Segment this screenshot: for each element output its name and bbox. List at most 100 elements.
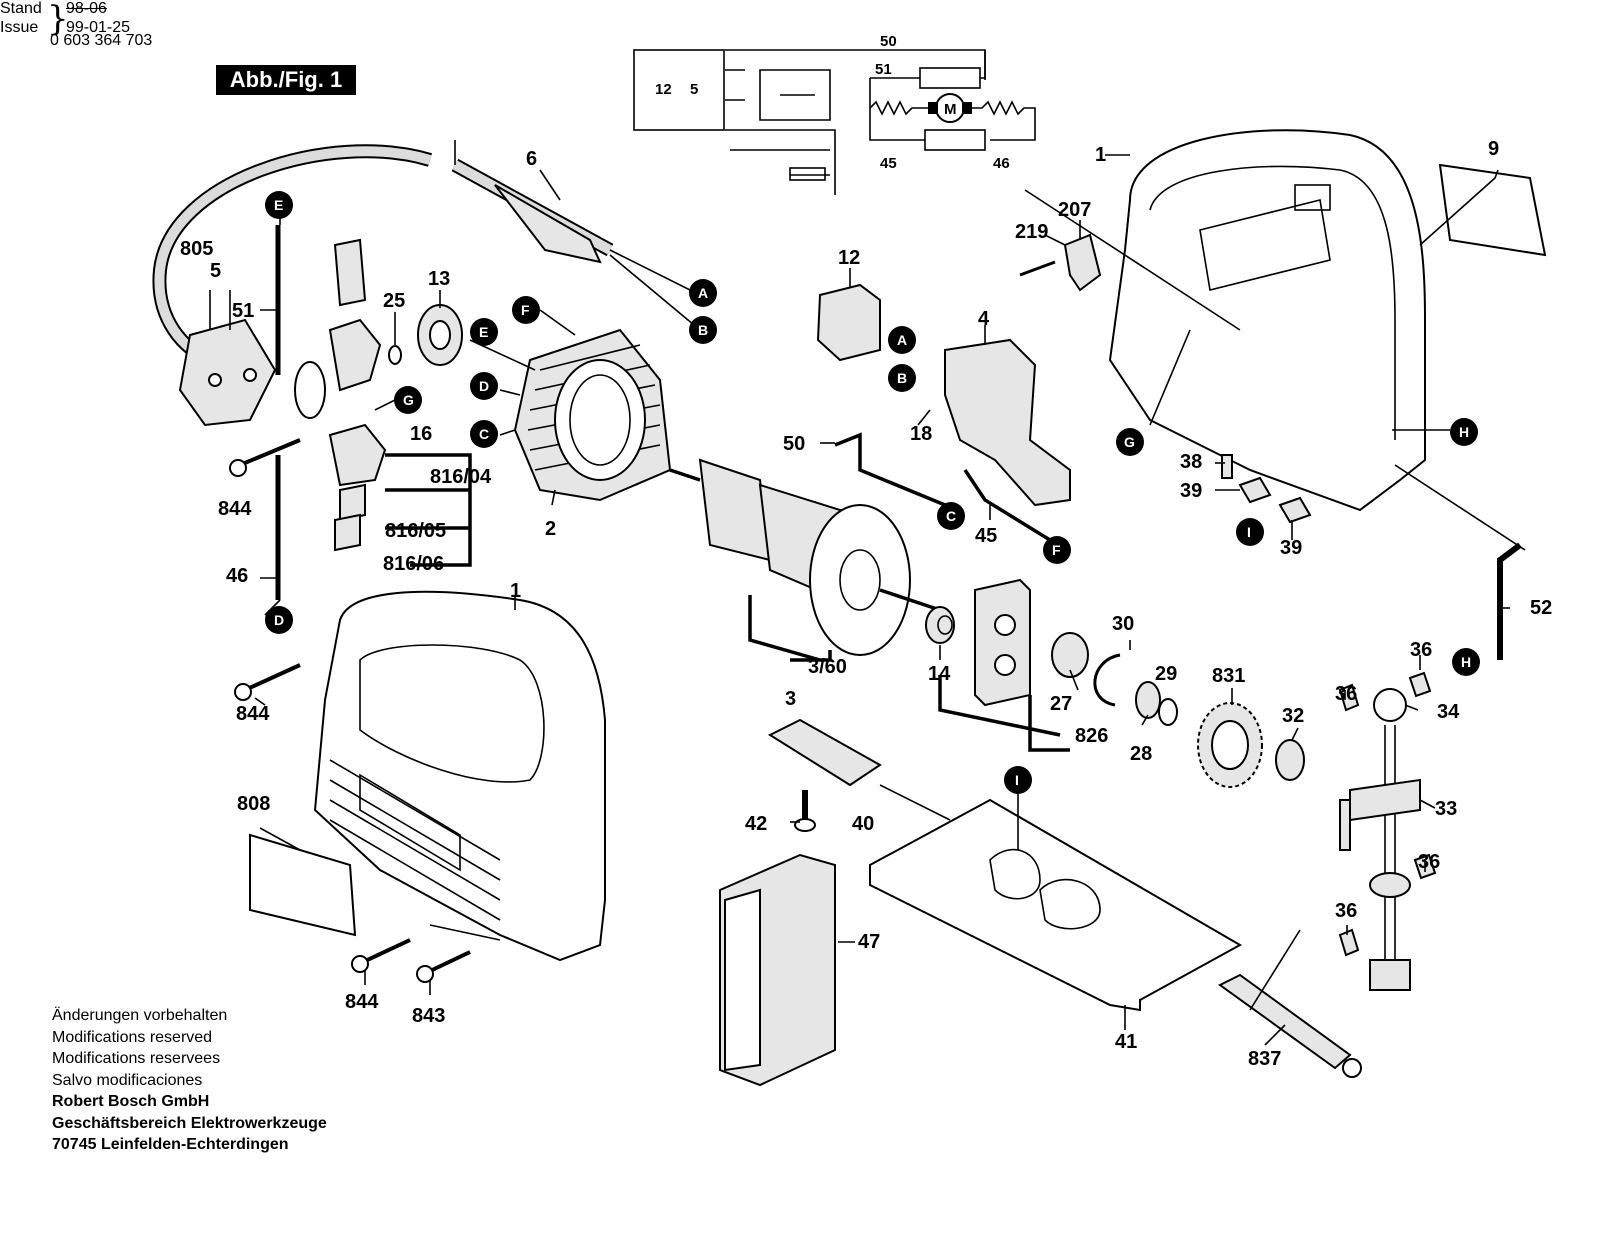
plug bbox=[178, 318, 277, 427]
connection-markers: E A B F E D C G D A B C F G H I H I bbox=[265, 191, 1480, 794]
label-25: 25 bbox=[383, 290, 405, 312]
label-5: 5 bbox=[210, 260, 221, 282]
marker-c-switch: C bbox=[937, 502, 965, 530]
label-816-05: 816/05 bbox=[385, 520, 446, 542]
label-805: 805 bbox=[180, 238, 213, 260]
stand-label: Stand bbox=[0, 0, 42, 17]
label-831: 831 bbox=[1212, 665, 1245, 687]
label-30: 30 bbox=[1112, 613, 1134, 635]
schematic-label-45: 45 bbox=[880, 155, 897, 172]
label-50: 50 bbox=[783, 433, 805, 455]
wire-45 bbox=[963, 469, 1051, 542]
base-plate-41 bbox=[869, 798, 1243, 1012]
plunger-assembly bbox=[1338, 671, 1437, 991]
svg-text:C: C bbox=[479, 426, 489, 442]
label-36-a: 36 bbox=[1410, 639, 1432, 661]
label-9: 9 bbox=[1488, 138, 1499, 160]
label-33: 33 bbox=[1435, 798, 1457, 820]
label-2: 2 bbox=[545, 518, 556, 540]
svg-text:G: G bbox=[403, 392, 414, 408]
marker-i-baseplate: I bbox=[1004, 766, 1032, 794]
label-29: 29 bbox=[1155, 663, 1177, 685]
clamp-plate-40 bbox=[767, 718, 882, 787]
label-28: 28 bbox=[1130, 743, 1152, 765]
wiring-schematic: 12 5 50 51 M 45 46 bbox=[633, 33, 1036, 195]
svg-text:F: F bbox=[1052, 542, 1061, 558]
label-13: 13 bbox=[428, 268, 450, 290]
footer-line: Salvo modificaciones bbox=[52, 1071, 203, 1089]
schematic-motor-symbol: M bbox=[944, 101, 957, 118]
marker-c-stator: C bbox=[470, 420, 498, 448]
hex-key-52 bbox=[1497, 542, 1522, 660]
part-number: 0 603 364 703 bbox=[50, 32, 153, 49]
bearing-13 bbox=[417, 304, 463, 366]
schematic-coil-left bbox=[869, 100, 935, 116]
washer-25 bbox=[388, 345, 402, 365]
label-34: 34 bbox=[1437, 701, 1460, 723]
label-844-upper: 844 bbox=[218, 498, 252, 520]
schematic-label-46: 46 bbox=[993, 155, 1010, 172]
bearing-14 bbox=[925, 606, 955, 644]
svg-text:H: H bbox=[1461, 654, 1471, 670]
footer-division: Geschäftsbereich Elektrowerkzeuge bbox=[52, 1114, 327, 1132]
label-14: 14 bbox=[928, 663, 951, 685]
label-16: 16 bbox=[410, 423, 432, 445]
nameplate-9 bbox=[1438, 163, 1547, 257]
label-207: 207 bbox=[1058, 199, 1091, 221]
washer-29 bbox=[1158, 698, 1178, 726]
label-1-top: 1 bbox=[1095, 144, 1106, 166]
label-843: 843 bbox=[412, 1005, 445, 1027]
svg-text:G: G bbox=[1124, 434, 1135, 450]
label-3-60: 3/60 bbox=[808, 656, 847, 678]
label-18: 18 bbox=[910, 423, 932, 445]
marker-h-housing: H bbox=[1450, 418, 1478, 446]
bearing-block-826 bbox=[974, 578, 1031, 707]
label-36-c: 36 bbox=[1418, 851, 1440, 873]
marker-d-stator: D bbox=[470, 372, 498, 400]
marker-b-cord: B bbox=[689, 316, 717, 344]
marker-b-switch: B bbox=[888, 364, 916, 392]
svg-text:D: D bbox=[479, 378, 489, 394]
clamp-207 bbox=[1063, 233, 1102, 292]
label-4: 4 bbox=[978, 308, 990, 330]
brush-spring-tube bbox=[294, 361, 326, 419]
label-816-04: 816/04 bbox=[430, 466, 492, 488]
brush-holder-upper bbox=[328, 238, 382, 392]
schematic-label-5: 5 bbox=[690, 81, 698, 98]
label-36-b: 36 bbox=[1335, 683, 1357, 705]
power-cord bbox=[152, 144, 701, 367]
marker-e-top: E bbox=[265, 191, 293, 219]
schematic-coil-right bbox=[972, 100, 1036, 141]
figure-badge: Abb./Fig. 1 bbox=[216, 65, 356, 95]
switch-4 bbox=[944, 338, 1071, 507]
marker-i-housing: I bbox=[1236, 518, 1264, 546]
label-12: 12 bbox=[838, 247, 860, 269]
label-844-middle: 844 bbox=[236, 703, 270, 725]
label-39-a: 39 bbox=[1180, 480, 1202, 502]
issue-date: 99-01-25 bbox=[66, 19, 131, 36]
svg-text:H: H bbox=[1459, 424, 1469, 440]
footer-company: Robert Bosch GmbH bbox=[52, 1093, 210, 1110]
svg-text:C: C bbox=[946, 508, 956, 524]
label-837: 837 bbox=[1248, 1048, 1281, 1070]
gear-831 bbox=[1197, 702, 1263, 788]
label-1-housing: 1 bbox=[510, 580, 521, 602]
marker-d-bottom: D bbox=[265, 606, 293, 634]
svg-text:B: B bbox=[897, 370, 907, 386]
marker-f-switch: F bbox=[1043, 536, 1071, 564]
label-40: 40 bbox=[852, 813, 874, 835]
schematic-label-51: 51 bbox=[875, 61, 892, 78]
needle-bearing-28 bbox=[1135, 681, 1161, 719]
label-45: 45 bbox=[975, 525, 997, 547]
leader-lines bbox=[209, 140, 1526, 1046]
circlip-30 bbox=[1093, 653, 1121, 707]
blade-guide-837 bbox=[1218, 973, 1362, 1078]
screw-219 bbox=[1019, 260, 1056, 277]
cord-sleeve bbox=[494, 184, 602, 264]
brace-glyph: } bbox=[47, 0, 69, 39]
marker-a-switch: A bbox=[888, 326, 916, 354]
sleeve-27 bbox=[1051, 632, 1089, 678]
marker-g-housing: G bbox=[1116, 428, 1144, 456]
footer: Änderungen vorbehalten Modifications res… bbox=[52, 1005, 327, 1156]
footer-line: Änderungen vorbehalten bbox=[52, 1007, 228, 1024]
